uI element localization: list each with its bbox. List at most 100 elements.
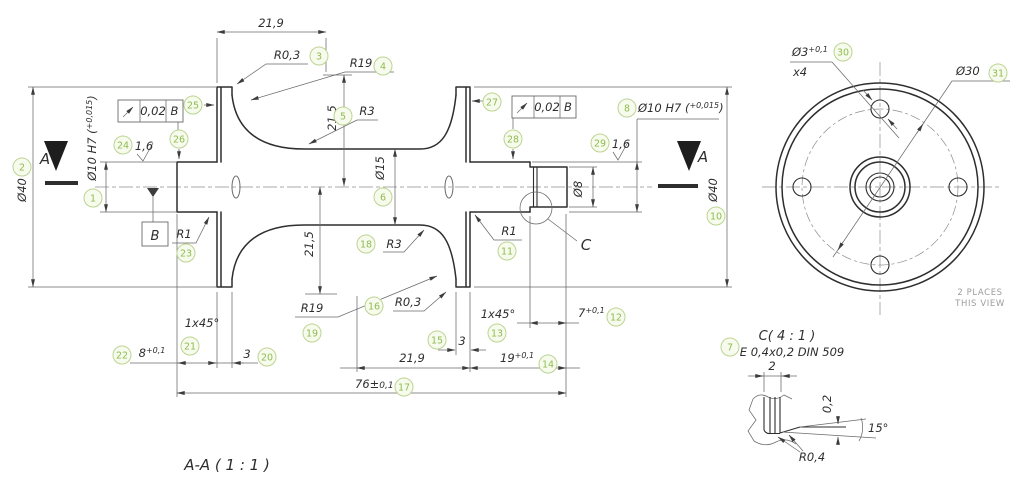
svg-text:1: 1 xyxy=(90,194,96,205)
balloon-15: 15 xyxy=(427,330,447,350)
svg-text:31: 31 xyxy=(992,69,1004,80)
len-7-label: 7+0,1 xyxy=(578,306,605,320)
svg-text:15: 15 xyxy=(431,336,443,347)
gdt-frame-right: 0,02 B xyxy=(471,95,577,160)
svg-text:5: 5 xyxy=(340,112,346,123)
dia3-label: Ø3+0,1 xyxy=(791,45,828,59)
detail-c-view: C( 4 : 1 ) E 0,4x0,2 DIN 509 2 0,2 15° R… xyxy=(740,329,889,464)
detail-width-label: 2 xyxy=(768,359,775,373)
balloon-2: 2 xyxy=(12,157,32,177)
len-8-label: 8+0,1 xyxy=(139,346,166,360)
surface-finish-left: 1,6 xyxy=(135,139,154,162)
balloon-21: 21 xyxy=(180,336,200,356)
gdt-right-datum: B xyxy=(564,100,572,114)
gdt-frame-left: 0,02 B xyxy=(117,99,215,160)
hub-part-outline xyxy=(176,86,568,288)
detail-c-marker: C xyxy=(519,191,592,254)
balloon-20: 20 xyxy=(257,347,277,367)
detail-radius-label: R0,4 xyxy=(799,450,825,464)
balloon-3: 3 xyxy=(309,46,329,66)
dia40-right-label: Ø40 xyxy=(706,178,720,203)
datum-b: B xyxy=(141,188,169,247)
dim-dia40-left: Ø40 xyxy=(15,86,216,288)
svg-text:13: 13 xyxy=(491,329,503,340)
dim-dia30-bolt-circle: Ø30 xyxy=(832,64,1010,258)
dim-r0-3-bottom: R0,3 xyxy=(393,291,447,312)
svg-text:29: 29 xyxy=(594,139,606,150)
balloon-5: 5 xyxy=(333,106,353,126)
svg-text:10: 10 xyxy=(710,212,722,223)
section-a-left-label: A xyxy=(39,150,50,168)
datum-b-label: B xyxy=(151,229,160,244)
dim-r3-bottom: R3 xyxy=(383,229,425,253)
r1-left-label: R1 xyxy=(176,227,191,241)
section-a-right-label: A xyxy=(697,148,708,166)
svg-text:16: 16 xyxy=(368,302,380,313)
gdt-left-value: 0,02 xyxy=(140,104,166,118)
dim-dia10-right: Ø10 H7 (+0,015) xyxy=(532,101,724,213)
dia8-label: Ø8 xyxy=(571,181,585,198)
dim-r0-3-top: R0,3 xyxy=(236,48,308,85)
chamfer-left-label: 1x45° xyxy=(185,316,220,330)
balloon-24: 24 xyxy=(113,135,133,155)
datum-triangle-icon xyxy=(147,188,159,197)
detail-angle-label: 15° xyxy=(868,421,888,435)
dia10-left-label: Ø10 H7 (+0,015) xyxy=(85,95,99,182)
balloon-31: 31 xyxy=(988,63,1008,83)
balloon-11: 11 xyxy=(497,241,517,261)
dim-r19-bottom: R19 xyxy=(295,275,438,318)
r19-bottom-label: R19 xyxy=(301,301,324,315)
balloon-8: 8 xyxy=(617,98,637,118)
dim-dia3-holes: Ø3+0,1 x4 xyxy=(790,45,900,139)
svg-text:27: 27 xyxy=(486,98,498,109)
svg-text:22: 22 xyxy=(116,351,128,362)
balloon-13: 13 xyxy=(487,323,507,343)
thk-3-right-label: 3 xyxy=(458,334,465,348)
runout-icon xyxy=(122,106,134,118)
section-view-label: A-A ( 1 : 1 ) xyxy=(183,456,270,474)
len-76-label: 76±0,1 xyxy=(355,377,394,391)
dim-dia8: Ø8 xyxy=(569,166,597,208)
svg-text:23: 23 xyxy=(180,249,192,260)
dim-dia40-right: Ø40 xyxy=(474,86,732,288)
dim-r1-right: R1 xyxy=(474,214,522,241)
r19-top-label: R19 xyxy=(350,56,373,70)
len-21-9-top-label: 21,9 xyxy=(258,16,284,30)
balloon-18: 18 xyxy=(356,234,376,254)
svg-text:20: 20 xyxy=(261,353,273,364)
svg-text:28: 28 xyxy=(507,135,519,146)
svg-text:11: 11 xyxy=(501,247,513,258)
dim-dia10-left: Ø10 H7 (+0,015) xyxy=(85,95,177,213)
len-21-9-bottom-label: 21,9 xyxy=(399,351,425,365)
balloon-14: 14 xyxy=(538,354,558,374)
dia30-label: Ø30 xyxy=(955,64,980,78)
finish-right-label: 1,6 xyxy=(612,137,630,151)
thk-3-left-label: 3 xyxy=(243,347,250,361)
balloon-16: 16 xyxy=(364,296,384,316)
svg-text:2: 2 xyxy=(19,163,25,174)
svg-text:18: 18 xyxy=(360,240,372,251)
end-view xyxy=(762,62,1000,315)
balloon-26: 26 xyxy=(169,129,189,149)
dim-21-5-bottom: 21,5 xyxy=(302,186,337,295)
dim-dia15: Ø15 xyxy=(373,148,397,226)
gdt-left-datum: B xyxy=(171,104,179,118)
balloon-17: 17 xyxy=(394,377,414,397)
dia15-label: Ø15 xyxy=(373,156,387,181)
detail-note: E 0,4x0,2 DIN 509 xyxy=(740,345,844,359)
gdt-right-value: 0,02 xyxy=(534,100,560,114)
svg-text:24: 24 xyxy=(117,141,129,152)
dim-r1-left: R1 xyxy=(172,216,210,244)
svg-text:26: 26 xyxy=(173,135,185,146)
balloon-28: 28 xyxy=(503,129,523,149)
balloon-22: 22 xyxy=(112,345,132,365)
r3-bottom-label: R3 xyxy=(386,237,401,251)
svg-text:3: 3 xyxy=(316,52,322,63)
balloon-25: 25 xyxy=(183,95,203,115)
detail-title: C( 4 : 1 ) xyxy=(759,329,816,344)
dim-bottom-right-row: 21,9 19+0,1 xyxy=(340,296,580,372)
finish-left-label: 1,6 xyxy=(135,139,153,153)
r1-right-label: R1 xyxy=(501,224,516,238)
balloon-19: 19 xyxy=(302,323,322,343)
